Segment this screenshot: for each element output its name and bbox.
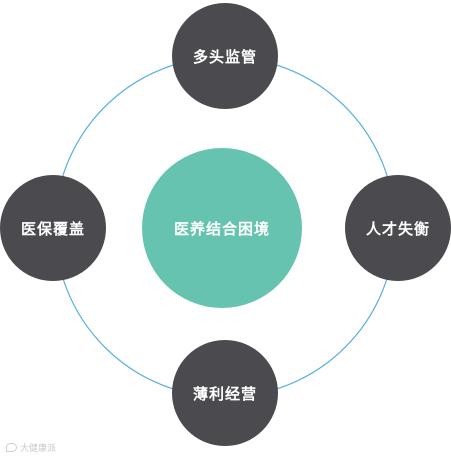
node-top-label: 多头监管 bbox=[192, 47, 257, 66]
watermark-text: 大健康派 bbox=[20, 444, 57, 454]
node-right: 人才失衡 bbox=[345, 175, 451, 281]
node-bottom: 薄利经营 bbox=[172, 340, 278, 446]
center-label: 医养结合困境 bbox=[173, 219, 270, 238]
node-top: 多头监管 bbox=[172, 3, 278, 109]
node-right-label: 人才失衡 bbox=[365, 219, 430, 238]
node-left: 医保覆盖 bbox=[0, 175, 106, 281]
chat-bubble-icon bbox=[6, 443, 17, 452]
node-bottom-label: 薄利经营 bbox=[192, 384, 257, 403]
node-left-label: 医保覆盖 bbox=[20, 219, 85, 238]
watermark: 大健康派 bbox=[6, 441, 56, 454]
center-circle: 医养结合困境 bbox=[142, 148, 302, 308]
